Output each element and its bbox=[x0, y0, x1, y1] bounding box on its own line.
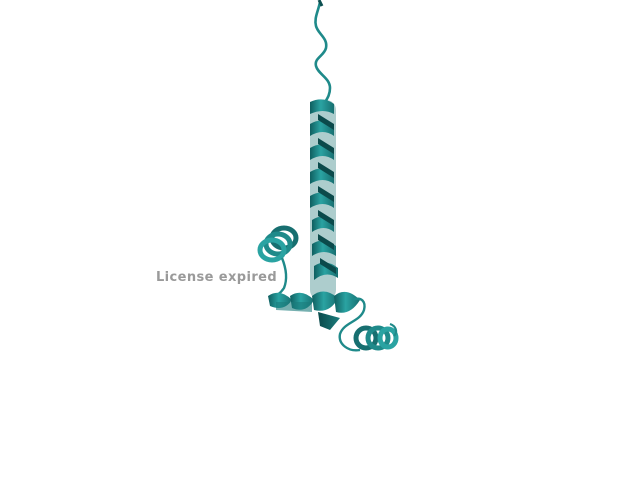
right-small-helix bbox=[353, 325, 399, 351]
n-terminal-coil bbox=[314, 0, 332, 106]
license-watermark: License expired bbox=[156, 270, 278, 285]
bottom-helix bbox=[268, 291, 360, 330]
c-terminal-loop bbox=[338, 297, 366, 352]
left-small-helix bbox=[257, 225, 299, 263]
long-helix bbox=[310, 99, 338, 300]
